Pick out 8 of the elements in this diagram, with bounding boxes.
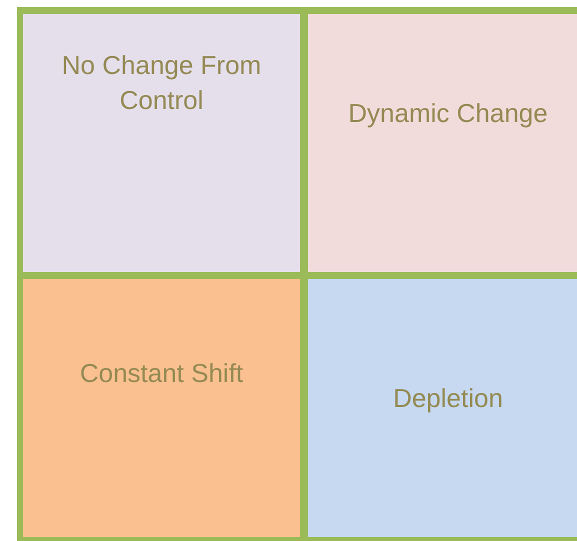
quadrant-box bbox=[308, 279, 577, 537]
quadrant-box bbox=[308, 14, 577, 272]
quadrant-label: Constant Shift bbox=[80, 356, 244, 390]
quadrant-box bbox=[23, 14, 300, 272]
quadrant-label: Dynamic Change bbox=[348, 96, 548, 130]
quadrant-label: No Change From Control bbox=[60, 49, 262, 117]
quadrant-label: Depletion bbox=[393, 382, 503, 414]
quadrant-box bbox=[23, 279, 300, 537]
